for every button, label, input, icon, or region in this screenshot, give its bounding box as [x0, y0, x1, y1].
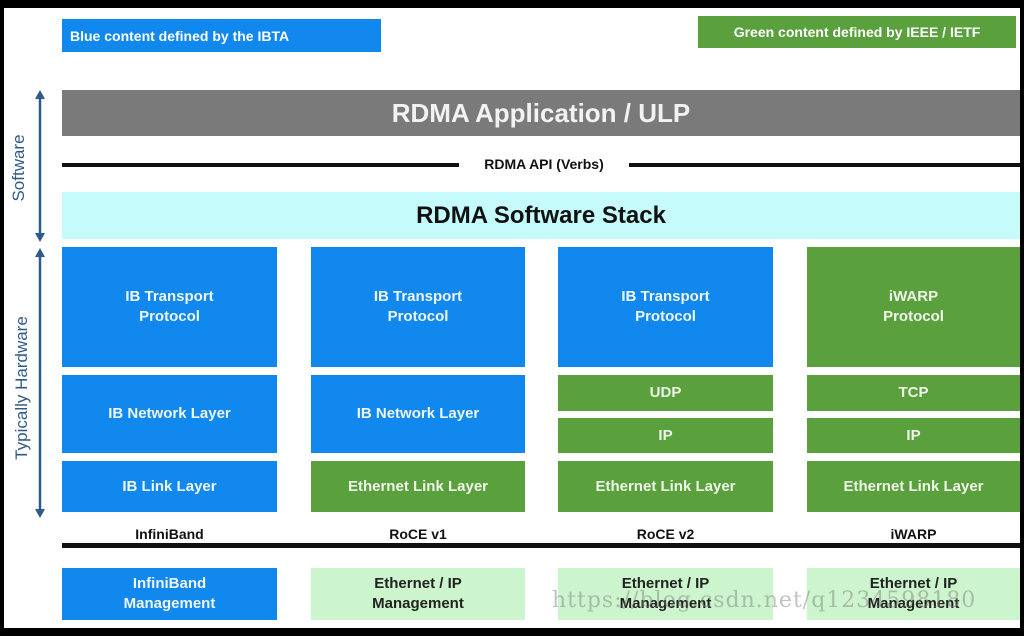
iwarp-ip-layer: IP	[807, 418, 1020, 453]
legend-ibta: Blue content defined by the IBTA	[62, 19, 381, 52]
rdma-software-stack: RDMA Software Stack	[62, 192, 1020, 239]
management-divider	[62, 543, 1020, 548]
column-label-iwarp: iWARP	[890, 526, 937, 542]
legend-ieee-ietf: Green content defined by IEEE / IETF	[698, 16, 1016, 48]
roce-v1-network-layer: IB Network Layer	[311, 375, 525, 453]
iwarp-tcp-layer: TCP	[807, 375, 1020, 411]
roce-v2-ip-layer: IP	[558, 418, 773, 453]
side-arrows	[35, 90, 45, 518]
roce-v1-link-layer: Ethernet Link Layer	[311, 461, 525, 512]
watermark: https://blog.csdn.net/q1234598180	[552, 588, 977, 613]
software-arrow-icon	[35, 90, 45, 242]
hardware-arrow-icon	[35, 248, 45, 518]
ib-link-layer: IB Link Layer	[62, 461, 277, 512]
ib-network-layer: IB Network Layer	[62, 375, 277, 453]
infiniband-management: InfiniBand Management	[62, 568, 277, 620]
roce-v1-management: Ethernet / IP Management	[311, 568, 525, 620]
iwarp-management: Ethernet / IP Management	[807, 568, 1020, 620]
roce-v2-link-layer: Ethernet Link Layer	[558, 461, 773, 512]
column-label-infiniband: InfiniBand	[135, 526, 204, 542]
software-label: Software	[9, 134, 28, 202]
iwarp-link-layer: Ethernet Link Layer	[807, 461, 1020, 512]
roce-v2-management: Ethernet / IP Management	[558, 568, 773, 620]
hardware-label: Typically Hardware	[12, 316, 31, 460]
ib-transport-protocol: IB Transport Protocol	[62, 247, 277, 367]
column-label-roce-v1: RoCE v1	[389, 526, 447, 542]
iwarp-protocol: iWARP Protocol	[807, 247, 1020, 367]
rdma-application-layer: RDMA Application / ULP	[62, 90, 1020, 136]
roce-v1-transport-protocol: IB Transport Protocol	[311, 247, 525, 367]
roce-v2-udp-layer: UDP	[558, 375, 773, 411]
rdma-api-label: RDMA API (Verbs)	[459, 156, 629, 174]
rdma-stack-diagram: Blue content defined by the IBTA Green c…	[4, 8, 1020, 628]
column-label-roce-v2: RoCE v2	[636, 526, 695, 542]
roce-v2-transport-protocol: IB Transport Protocol	[558, 247, 773, 367]
